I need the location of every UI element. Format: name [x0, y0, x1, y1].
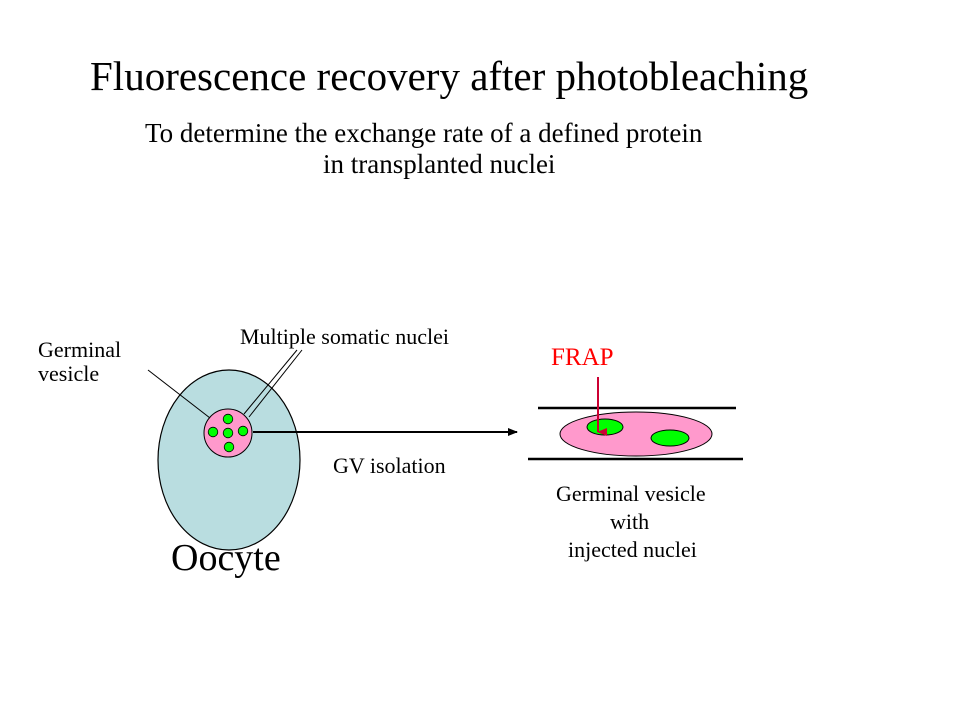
gv-injected-label-line-2: with: [610, 509, 650, 534]
somatic-nuclei-group: [207, 413, 249, 453]
oocyte-label: Oocyte: [171, 537, 281, 579]
germinal-vesicle-label: Germinal vesicle: [38, 338, 121, 386]
somatic-nucleus: [222, 427, 234, 439]
bleached-nucleus: [586, 418, 624, 436]
unbleached-nucleus: [650, 429, 690, 447]
isolated-germinal-vesicle: [559, 411, 713, 457]
gv-injected-label-line-3: injected nuclei: [568, 537, 697, 562]
gv-injected-label-line-1: Germinal vesicle: [556, 481, 706, 506]
somatic-nucleus: [222, 413, 234, 425]
somatic-nucleus: [207, 426, 219, 438]
germinal-vesicle-label-line-2: vesicle: [38, 361, 100, 386]
subtitle-line-1: To determine the exchange rate of a defi…: [145, 118, 703, 148]
frap-label: FRAP: [551, 344, 614, 371]
germinal-vesicle-leader: [147, 369, 211, 419]
gv-isolation-label: GV isolation: [333, 453, 446, 478]
oocyte-cell: [157, 369, 301, 551]
somatic-nuclei-leader-2: [248, 349, 303, 418]
subtitle-line-2: in transplanted nuclei: [323, 149, 556, 179]
somatic-nuclei-leader-1: [243, 349, 298, 415]
slide-title: Fluorescence recovery after photobleachi…: [90, 53, 809, 99]
germinal-vesicle-label-line-1: Germinal: [38, 337, 122, 362]
gv-injected-label: Germinal vesicle with injected nuclei: [556, 480, 706, 564]
somatic-nucleus: [223, 441, 235, 453]
multiple-somatic-nuclei-label: Multiple somatic nuclei: [240, 324, 449, 349]
somatic-nucleus: [237, 425, 249, 437]
